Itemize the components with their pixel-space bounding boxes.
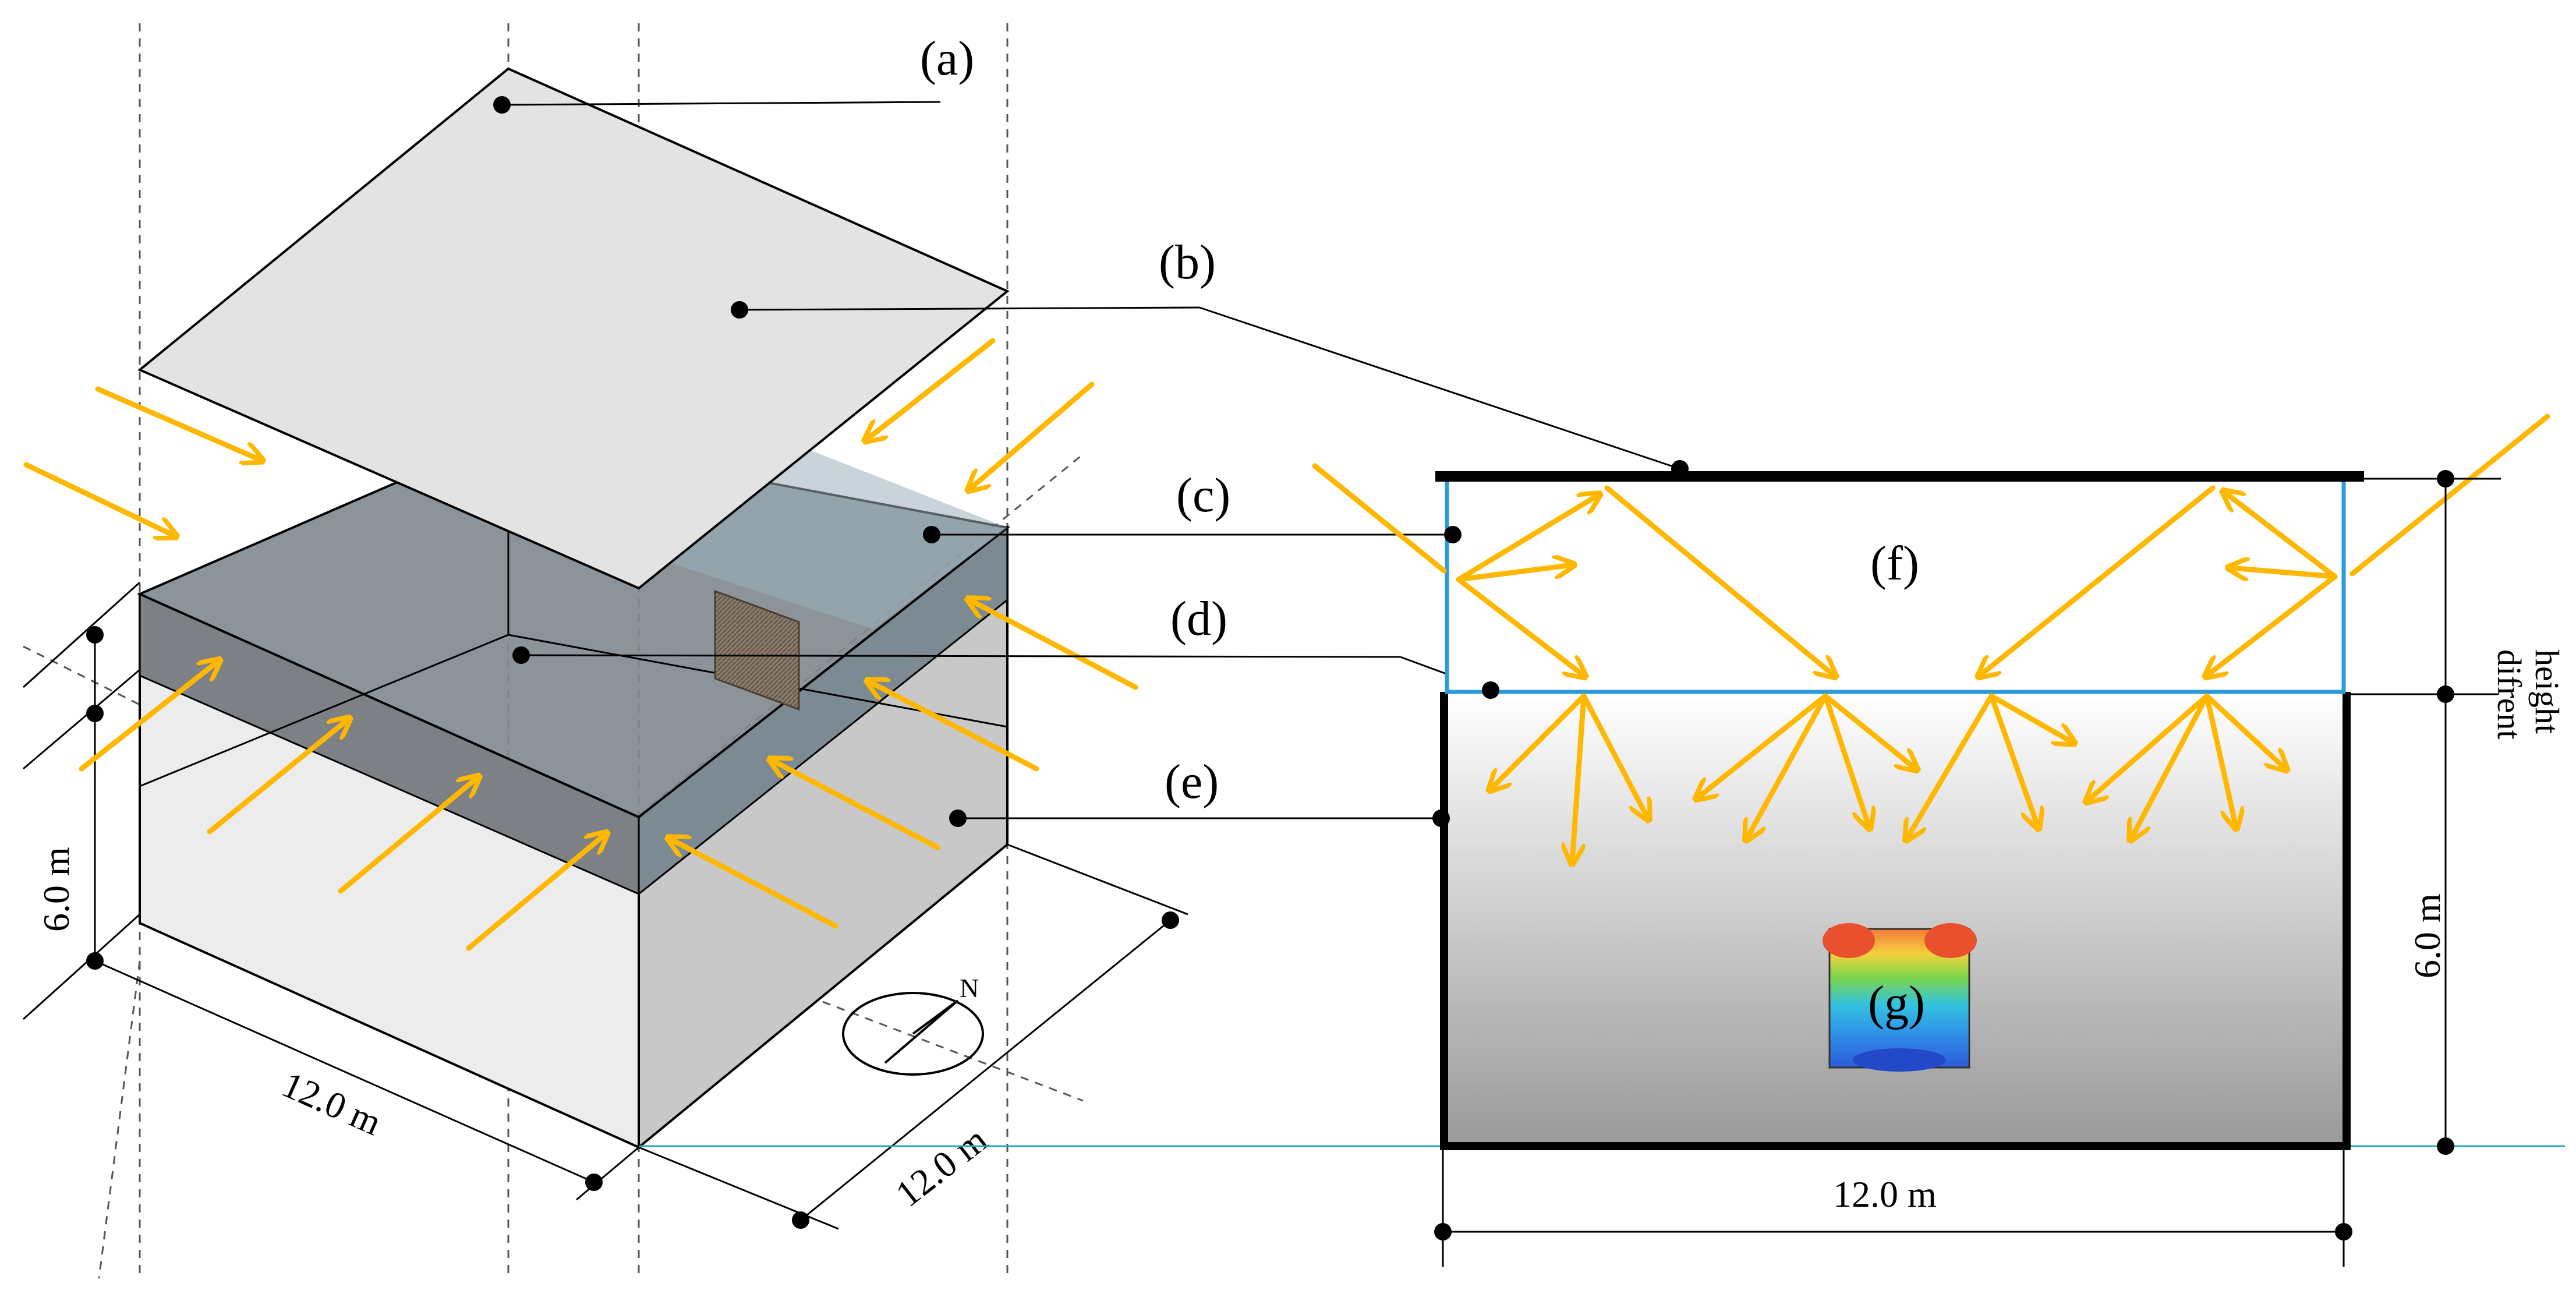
width-label-right: 12.0 m: [1833, 1174, 1937, 1215]
width-label-left: 12.0 m: [276, 1063, 387, 1143]
leader-dot-d-section: [1482, 681, 1499, 699]
leader-line-b: [1199, 306, 1680, 470]
light-ray: [1456, 495, 1598, 582]
light-arrow: [207, 719, 348, 835]
light-ray: [1456, 565, 1572, 582]
light-ray: [2224, 492, 2338, 579]
light-ray: [2131, 693, 2210, 839]
label-e: (e): [1165, 755, 1219, 809]
dimension-dot: [2437, 1137, 2454, 1155]
light-ray: [1312, 463, 1447, 574]
label-d: (d): [1170, 592, 1227, 646]
light-ray: [1456, 577, 1584, 676]
light-arrow: [466, 834, 606, 951]
compass-needle: [912, 999, 959, 1035]
dimension-dot: [86, 705, 104, 722]
leader-line-b: [739, 306, 1200, 311]
illuminance-hotspot: [1823, 923, 1875, 958]
dimension-dot: [2335, 1223, 2352, 1240]
light-ray: [1581, 693, 1648, 818]
light-ray: [1823, 693, 1916, 769]
light-ray: [2349, 413, 2550, 577]
label-b: (b): [1159, 235, 1216, 289]
light-ray: [2207, 574, 2338, 676]
depth-label-left: 12.0 m: [888, 1119, 995, 1215]
light-ray: [1907, 693, 1994, 839]
dimension-tick: [22, 913, 141, 1020]
room-walls: [1440, 692, 2351, 1150]
diffused-light-arrows: [1491, 693, 2285, 862]
dimension-tick: [1007, 843, 1188, 916]
label-a: (a): [920, 31, 974, 86]
light-arrow: [670, 839, 838, 929]
light-ray: [1697, 693, 1828, 798]
leader-dot-b: [731, 301, 748, 319]
dimension-dot: [2437, 685, 2454, 703]
light-arrow: [969, 600, 1138, 690]
dimension-tick: [576, 1146, 639, 1201]
roof-plane: [137, 67, 1010, 590]
leader-dot-d: [512, 646, 530, 664]
inner-edge: [139, 634, 509, 787]
isometric-building: 6.0 m 12.0 m 12.0 m N: [22, 23, 1680, 1279]
light-arrow: [869, 681, 1039, 772]
dimension-dot: [2437, 470, 2454, 487]
illuminance-lowspot: [1853, 1048, 1946, 1072]
leader-dot-c: [923, 526, 940, 543]
dimension-dot: [1434, 1223, 1452, 1240]
dimension-dot: [86, 626, 104, 644]
guide-line: [98, 960, 141, 1279]
light-arrow: [95, 386, 261, 460]
light-ray: [1604, 485, 1834, 676]
illuminance-hotspot: [1924, 923, 1977, 958]
variable-height-label-line2: height: [2528, 649, 2566, 734]
leader-dot-a: [493, 96, 511, 114]
light-ray: [1572, 693, 1587, 862]
dimension-tick: [23, 669, 140, 770]
section-view: (g) (f): [639, 413, 2566, 1267]
leader-line-a: [501, 101, 941, 106]
light-ray: [2230, 568, 2338, 577]
light-ray: [2204, 693, 2285, 769]
light-arrow: [969, 381, 1095, 489]
dimension-tick: [22, 581, 141, 688]
light-ray: [1747, 693, 1828, 839]
light-ray: [1823, 693, 1869, 827]
label-g: (g): [1868, 976, 1925, 1030]
variable-height-label-line1: difrent: [2490, 649, 2528, 740]
light-arrow: [338, 777, 477, 894]
light-ray: [2204, 693, 2236, 827]
light-arrow: [772, 760, 940, 850]
light-ray: [2087, 693, 2210, 801]
dimension-dot: [1162, 911, 1179, 929]
window-panel: [714, 589, 800, 711]
height-label-left: 6.0 m: [36, 847, 77, 932]
light-ray: [1980, 485, 2216, 676]
dimension-dot: [792, 1211, 809, 1229]
leader-dot-e-section: [1432, 810, 1450, 827]
light-arrow: [79, 661, 218, 772]
leader-dot-b-section: [1671, 460, 1689, 478]
label-f: (f): [1870, 536, 1919, 591]
compass-ring: [842, 992, 984, 1076]
light-ray: [1491, 693, 1587, 789]
light-ray: [1988, 693, 2073, 743]
leader-line-d: [521, 654, 1401, 658]
leader-dot-e: [949, 810, 967, 827]
width-dimension-line: [94, 960, 595, 1183]
height-label-right: 6.0 m: [2407, 893, 2448, 978]
compass-north-label: N: [960, 973, 979, 1003]
leader-dot-c-section: [1444, 526, 1462, 543]
label-c: (c): [1176, 468, 1230, 522]
light-ray: [1988, 693, 2038, 827]
dimension-dot: [585, 1174, 603, 1191]
light-path-arrows: [1312, 413, 2550, 676]
light-arrow: [866, 338, 996, 440]
depth-dimension-line: [800, 919, 1171, 1221]
incident-light-arrows: [23, 338, 1138, 951]
light-arrow: [23, 462, 175, 536]
